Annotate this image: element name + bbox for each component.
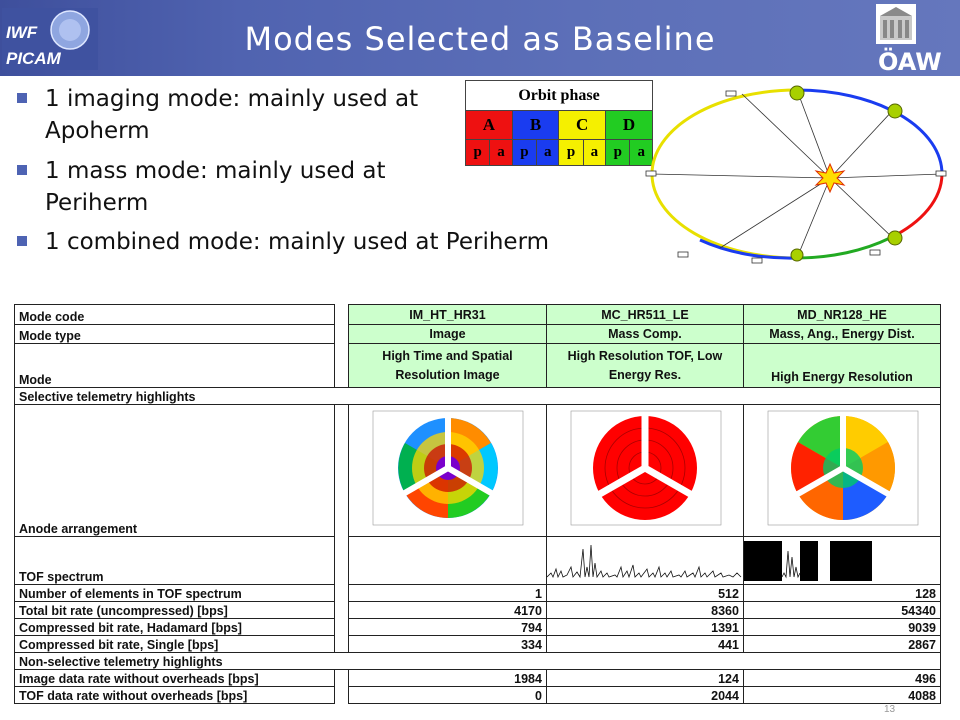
bullet-square-icon — [17, 236, 27, 246]
phase-sub-label: a — [536, 139, 560, 166]
phase-b: B — [511, 110, 560, 140]
n-elements-cell: 512 — [545, 584, 744, 602]
tof-spectrum-plot-2 — [546, 544, 742, 579]
svg-text:IWF: IWF — [6, 23, 38, 42]
anode-arrangement-image-2 — [570, 410, 722, 526]
row-label-single: Compressed bit rate, Single [bps] — [13, 635, 336, 653]
anode-arrangement-image-3 — [767, 410, 919, 526]
orbit-diagram — [645, 85, 947, 264]
single-bitrate-cell: 334 — [348, 635, 547, 653]
hadamard-bitrate-cell: 9039 — [742, 618, 942, 636]
single-bitrate-cell: 441 — [545, 635, 744, 653]
section-selective-telemetry: Selective telemetry highlights — [14, 387, 349, 405]
tof-spectrum-plot-3 — [743, 541, 872, 581]
spacecraft-icons — [645, 90, 947, 264]
phase-sub-label: a — [629, 139, 653, 166]
row-label-n-elements: Number of elements in TOF spectrum — [13, 584, 336, 602]
n-elements-cell: 1 — [348, 584, 547, 602]
slide-number: 13 — [884, 704, 896, 715]
image-rate-cell: 124 — [545, 669, 744, 687]
phase-sub-label: p — [511, 139, 538, 166]
hadamard-bitrate-cell: 1391 — [545, 618, 744, 636]
anode-image-cell — [545, 404, 744, 537]
image-rate-cell: 496 — [742, 669, 942, 687]
n-elements-cell: 128 — [742, 584, 942, 602]
row-label-mode-code: Mode code — [13, 304, 336, 325]
row-label-image-rate: Image data rate without overheads [bps] — [13, 669, 336, 687]
row-label-mode: Mode — [13, 343, 336, 388]
bullet-mass-mode: 1 mass mode: mainly used at Periherm — [17, 155, 445, 219]
row-label-tof-rate: TOF data rate without overheads [bps] — [13, 686, 336, 704]
oaw-logo: ÖAW — [876, 4, 942, 74]
total-bitrate-cell: 8360 — [545, 601, 744, 619]
planet-positions — [789, 85, 903, 262]
mode-code-cell: MC_HR511_LE — [545, 304, 744, 325]
page-title: Modes Selected as Baseline — [244, 20, 716, 58]
svg-text:PICAM: PICAM — [6, 49, 62, 68]
mercury-sun-icon — [814, 162, 846, 194]
row-label-total-bitrate: Total bit rate (uncompressed) [bps] — [13, 601, 336, 619]
hadamard-bitrate-cell: 794 — [348, 618, 547, 636]
orbit-spokes — [651, 89, 943, 259]
bullet-square-icon — [17, 93, 27, 103]
bullet-combined-mode: 1 combined mode: mainly used at Periherm — [17, 226, 645, 258]
mode-type-cell: Image — [348, 324, 547, 344]
orbit-phase-title: Orbit phase — [465, 80, 653, 111]
modes-comparison-table: Mode code IM_HT_HR31 MC_HR511_LE MD_NR12… — [13, 304, 942, 704]
phase-sub-label: a — [489, 139, 513, 166]
mode-description-cell: High Energy Resolution — [742, 343, 942, 388]
row-label-anode: Anode arrangement — [13, 404, 336, 537]
bullet-imaging-mode: 1 imaging mode: mainly used at Apoherm — [17, 83, 445, 147]
tof-rate-cell: 0 — [348, 686, 547, 704]
mode-code-cell: MD_NR128_HE — [742, 304, 942, 325]
anode-image-cell — [348, 404, 547, 537]
row-label-tof: TOF spectrum — [13, 536, 336, 585]
phase-c: C — [558, 110, 607, 140]
image-rate-cell: 1984 — [348, 669, 547, 687]
phase-sub-label: p — [605, 139, 631, 166]
tof-rate-cell: 2044 — [545, 686, 744, 704]
mode-type-cell: Mass Comp. — [545, 324, 744, 344]
title-banner: IWF PICAM Modes Selected as Baseline ÖAW — [0, 0, 960, 76]
phase-d: D — [605, 110, 653, 140]
single-bitrate-cell: 2867 — [742, 635, 942, 653]
tof-spectrum-cell — [742, 536, 942, 585]
phase-a: A — [465, 110, 513, 140]
phase-sub-label: p — [558, 139, 584, 166]
mode-type-cell: Mass, Ang., Energy Dist. — [742, 324, 942, 344]
bullet-square-icon — [17, 165, 27, 175]
svg-text:ÖAW: ÖAW — [878, 46, 942, 74]
tof-spectrum-cell-empty — [348, 536, 547, 585]
phase-sub-label: p — [464, 139, 491, 166]
tof-rate-cell: 4088 — [742, 686, 942, 704]
row-label-hadamard: Compressed bit rate, Hadamard [bps] — [13, 618, 336, 636]
anode-arrangement-image-1 — [372, 410, 524, 526]
phase-sub-label: a — [582, 139, 607, 166]
anode-image-cell — [742, 404, 942, 537]
section-nonselective-telemetry: Non-selective telemetry highlights — [14, 652, 349, 670]
mode-code-cell: IM_HT_HR31 — [348, 304, 547, 325]
orbit-phase-table: Orbit phase A B C D p a p a p a p a — [464, 80, 653, 166]
tof-spectrum-cell — [545, 536, 744, 585]
total-bitrate-cell: 54340 — [742, 601, 942, 619]
iwf-picam-logo: IWF PICAM — [2, 8, 98, 70]
row-label-mode-type: Mode type — [13, 324, 336, 344]
total-bitrate-cell: 4170 — [348, 601, 547, 619]
